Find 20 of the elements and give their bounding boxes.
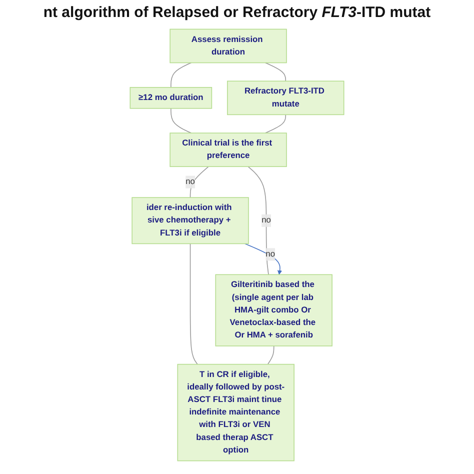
- connector: [248, 166, 269, 276]
- edge-label: no: [266, 250, 276, 259]
- node-box: T in CR if eligible, ideally followed by post-ASCT FLT3i maint tinue indefinite maintenance with FLT3i or VEN based therap ASCT option: [177, 364, 294, 462]
- edge-label: no: [262, 216, 271, 225]
- edge-label: no: [186, 177, 195, 186]
- node-box: Refractory FLT3-ITD mutate: [227, 80, 344, 116]
- node-box: ider re-induction with sive chemotherapy + FLT3i if eligible: [132, 197, 249, 244]
- connector: [170, 62, 192, 88]
- node-box: Clinical trial is the first preference: [170, 132, 287, 167]
- connector: [190, 166, 209, 198]
- connector: [264, 62, 286, 82]
- connector: [267, 346, 274, 365]
- connector: [190, 243, 198, 365]
- arrow: [244, 243, 282, 275]
- connector: [170, 108, 192, 134]
- diagram-title: nt algorithm of Relapsed or Refractory FLT3-ITD mutat: [42, 3, 432, 23]
- connector: [264, 114, 286, 134]
- node-box: ≥12 mo duration: [130, 87, 212, 109]
- node-box: Assess remission duration: [170, 28, 287, 64]
- node-box: Gilteritinib based the (single agent per lab HMA-gilt combo Or Venetoclax-based the Or HMA + sorafenib: [215, 274, 332, 346]
